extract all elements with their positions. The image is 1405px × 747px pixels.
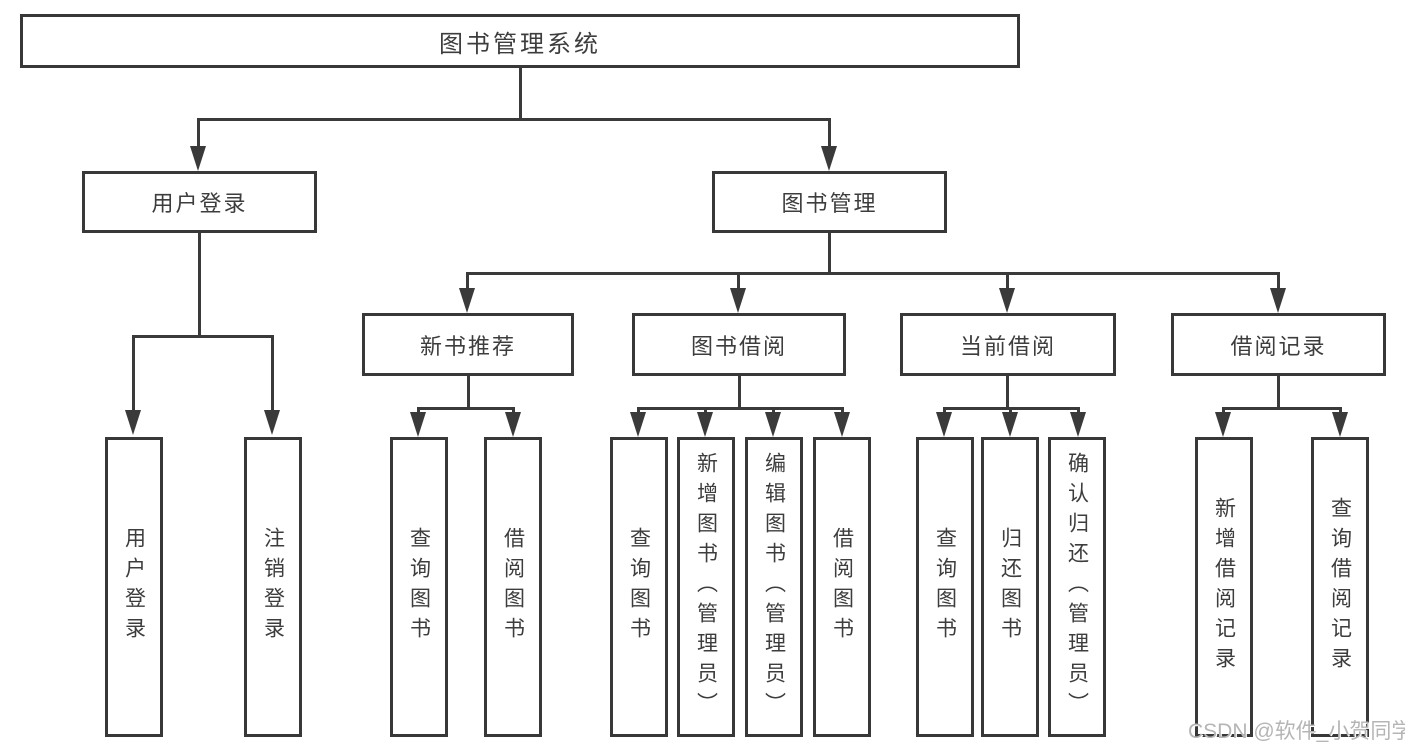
edge-new-book-stem	[467, 376, 470, 407]
edge-drop	[1339, 407, 1342, 413]
node-current-borrow: 当前借阅	[900, 313, 1116, 376]
node-label: 图书管理	[781, 191, 878, 216]
edge-drop-user-login	[197, 118, 200, 147]
node-new-book-recommend: 新书推荐	[362, 313, 574, 376]
edge-book-management-stem	[828, 233, 831, 272]
edge-drop-current-borrow	[1006, 272, 1009, 289]
leaf-borrow-book: 借阅图书	[813, 437, 871, 737]
node-book-borrow: 图书借阅	[632, 313, 846, 376]
leaf-add-book-admin: 新增图书（管理员）	[677, 437, 735, 737]
leaf-label: 查询图书	[627, 527, 651, 647]
arrowhead-icon	[1270, 288, 1286, 313]
arrowhead-icon	[264, 410, 280, 435]
edge-book-borrow-branch	[637, 407, 844, 410]
edge-borrow-records-branch	[1222, 407, 1342, 410]
edge-drop	[417, 407, 420, 413]
node-label: 当前借阅	[959, 333, 1056, 359]
arrowhead-icon	[1215, 412, 1231, 437]
leaf-label: 用户登录	[122, 527, 146, 647]
edge-current-borrow-stem	[1006, 376, 1009, 407]
edge-drop-book-management	[828, 118, 831, 147]
leaf-label: 新增图书（管理员）	[694, 452, 718, 722]
arrowhead-icon	[697, 412, 713, 437]
watermark: CSDN @软件_小贺同学	[1188, 720, 1405, 743]
node-label: 借阅记录	[1230, 333, 1327, 359]
edge-drop	[637, 407, 640, 413]
leaf-label: 编辑图书（管理员）	[762, 452, 786, 722]
leaf-query-book-recommend: 查询图书	[390, 437, 448, 737]
arrowhead-icon	[1002, 412, 1018, 437]
edge-drop-leaf-user-login	[132, 335, 135, 411]
leaf-label: 新增借阅记录	[1212, 497, 1236, 677]
leaf-edit-book-admin: 编辑图书（管理员）	[745, 437, 803, 737]
arrowhead-icon	[834, 412, 850, 437]
edge-drop	[512, 407, 515, 413]
arrowhead-icon	[1070, 412, 1086, 437]
leaf-label: 归还图书	[998, 527, 1022, 647]
leaf-label: 查询借阅记录	[1328, 497, 1352, 677]
leaf-borrow-book-recommend: 借阅图书	[484, 437, 542, 737]
leaf-confirm-return-admin: 确认归还（管理员）	[1048, 437, 1106, 737]
edge-borrow-records-stem	[1277, 376, 1280, 407]
node-borrow-records: 借阅记录	[1171, 313, 1386, 376]
leaf-query-book-borrow: 查询图书	[610, 437, 668, 737]
arrowhead-icon	[999, 288, 1015, 313]
edge-drop-borrow-records	[1277, 272, 1280, 289]
arrowhead-icon	[821, 146, 837, 171]
edge-new-book-branch	[417, 407, 515, 410]
edge-drop	[1222, 407, 1225, 413]
edge-book-borrow-stem	[738, 376, 741, 407]
arrowhead-icon	[630, 412, 646, 437]
edge-drop	[1009, 407, 1012, 413]
leaf-user-login: 用户登录	[105, 437, 163, 737]
leaf-label: 借阅图书	[501, 527, 525, 647]
edge-level2-branch	[466, 272, 1280, 275]
arrowhead-icon	[190, 146, 206, 171]
edge-root-stem	[519, 68, 522, 118]
edge-drop	[1077, 407, 1080, 413]
leaf-label: 查询图书	[933, 527, 957, 647]
leaf-return-book: 归还图书	[981, 437, 1039, 737]
edge-user-login-branch	[132, 335, 274, 338]
arrowhead-icon	[1332, 412, 1348, 437]
edge-level1-branch	[197, 118, 831, 121]
arrowhead-icon	[936, 412, 952, 437]
edge-drop	[704, 407, 707, 413]
node-label: 图书管理系统	[439, 30, 601, 58]
leaf-label: 确认归还（管理员）	[1065, 452, 1089, 722]
edge-user-login-stem	[198, 233, 201, 335]
arrowhead-icon	[765, 412, 781, 437]
leaf-logout-login: 注销登录	[244, 437, 302, 737]
arrowhead-icon	[410, 412, 426, 437]
leaf-label: 查询图书	[407, 527, 431, 647]
edge-drop-new-book-recommend	[466, 272, 469, 289]
leaf-query-book-current: 查询图书	[916, 437, 974, 737]
edge-drop	[943, 407, 946, 413]
arrowhead-icon	[459, 288, 475, 313]
leaf-add-borrow-record: 新增借阅记录	[1195, 437, 1253, 737]
leaf-label: 注销登录	[261, 527, 285, 647]
arrowhead-icon	[505, 412, 521, 437]
edge-drop-leaf-logout	[271, 335, 274, 411]
node-label: 新书推荐	[419, 333, 516, 359]
node-user-login-branch: 用户登录	[82, 171, 317, 233]
leaf-label: 借阅图书	[830, 527, 854, 647]
arrowhead-icon	[730, 288, 746, 313]
leaf-query-borrow-record: 查询借阅记录	[1311, 437, 1369, 737]
node-label: 用户登录	[151, 191, 248, 216]
edge-drop-book-borrow	[737, 272, 740, 289]
node-book-management: 图书管理	[712, 171, 947, 233]
arrowhead-icon	[125, 410, 141, 435]
edge-drop	[772, 407, 775, 413]
node-library-management-system: 图书管理系统	[20, 14, 1020, 68]
edge-drop	[841, 407, 844, 413]
node-label: 图书借阅	[690, 333, 787, 359]
